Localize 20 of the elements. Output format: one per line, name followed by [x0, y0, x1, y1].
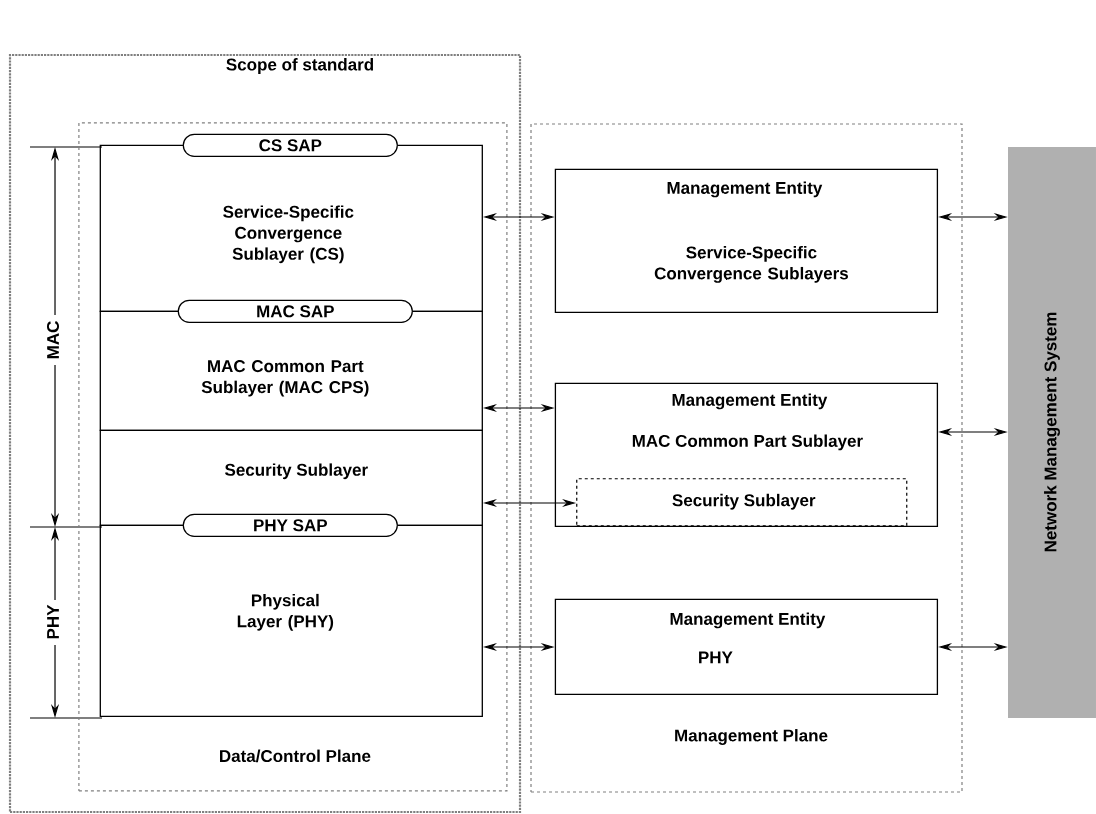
- layer-label: MAC Common Part Sublayer: [632, 434, 863, 451]
- layer-label: PHY: [699, 651, 733, 664]
- dimension-label: MAC: [45, 318, 61, 362]
- layer-label: Management Entity: [667, 181, 823, 198]
- layer-label: Management Entity: [670, 612, 826, 629]
- layer-label: Physical Layer (PHY): [237, 593, 334, 631]
- sap-pill: MAC SAP: [177, 299, 413, 323]
- layer-label: Management Entity: [672, 393, 828, 410]
- layer-label: Security Sublayer: [672, 493, 816, 510]
- dimension-label: PHY: [45, 602, 61, 642]
- sap-pill: PHY SAP: [182, 513, 398, 537]
- title-text: Network Management System: [1044, 312, 1060, 552]
- layer-label: MAC Common Part Sublayer (MAC CPS): [201, 360, 369, 397]
- layer-label: Service-Specific Convergence Sublayer (CS): [223, 205, 354, 264]
- layer-label: Security Sublayer: [225, 463, 368, 480]
- title-text: Scope of standard: [226, 58, 374, 74]
- layer-label: Service-Specific Convergence Sublayers: [654, 245, 848, 283]
- title-text: Management Plane: [675, 729, 828, 745]
- sap-pill: CS SAP: [182, 133, 398, 157]
- title-text: Data/Control Plane: [220, 749, 371, 763]
